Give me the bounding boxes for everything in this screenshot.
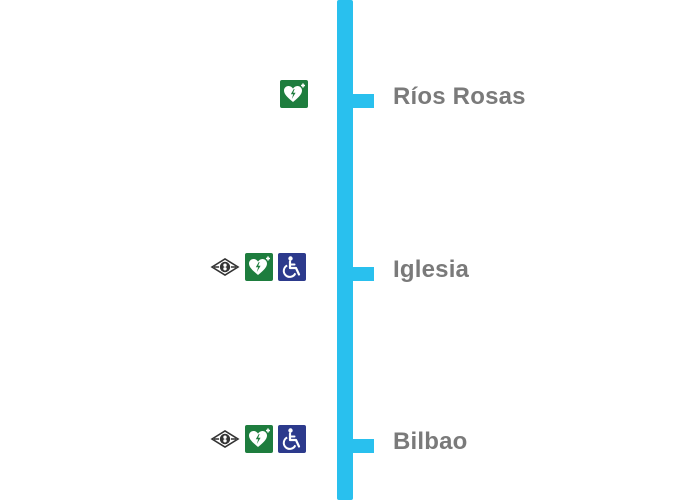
- intercity-bus-icon: [210, 253, 240, 281]
- station-iglesia[interactable]: Iglesia: [0, 253, 700, 293]
- wheelchair-accessible-icon: [278, 253, 306, 281]
- station-rios-rosas[interactable]: Ríos Rosas: [0, 80, 700, 120]
- station-tick: [349, 267, 374, 281]
- defibrillator-icon: [245, 253, 273, 281]
- station-name[interactable]: Iglesia: [393, 256, 470, 283]
- station-tick: [349, 94, 374, 108]
- station-name[interactable]: Bilbao: [393, 428, 468, 455]
- defibrillator-icon: [245, 425, 273, 453]
- wheelchair-accessible-icon: [278, 425, 306, 453]
- station-name[interactable]: Ríos Rosas: [393, 83, 526, 110]
- metro-line: [337, 0, 353, 500]
- station-bilbao[interactable]: Bilbao: [0, 425, 700, 465]
- intercity-bus-icon: [210, 425, 240, 453]
- station-tick: [349, 439, 374, 453]
- defibrillator-icon: [280, 80, 308, 108]
